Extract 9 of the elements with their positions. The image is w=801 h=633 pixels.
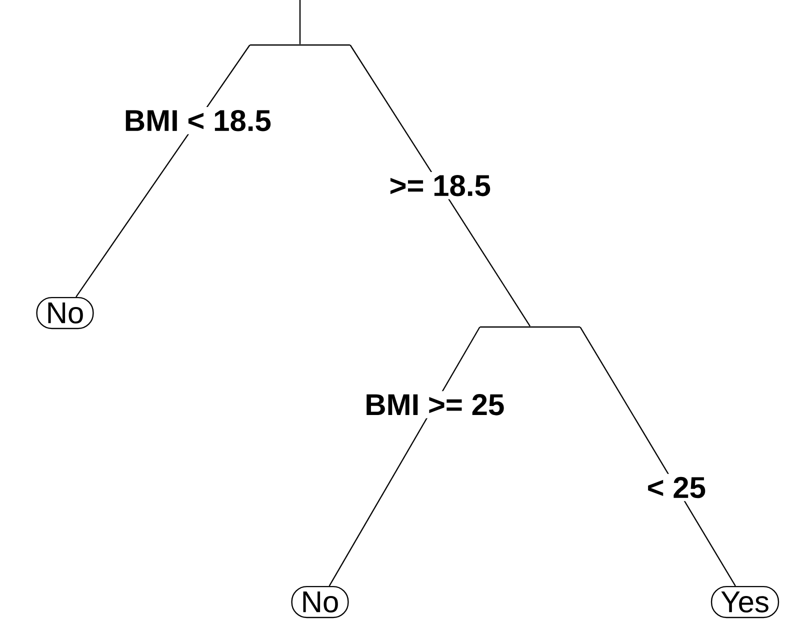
split-label: BMI < 18.5 [120, 106, 274, 134]
branch-line [299, 0, 301, 44]
split-label: BMI >= 25 [362, 391, 508, 418]
branch-line [350, 44, 531, 326]
branch-line [328, 326, 480, 586]
split-label: < 25 [644, 474, 710, 502]
branch-line [580, 326, 736, 586]
branch-line [76, 44, 250, 298]
split-label: >= 18.5 [386, 172, 494, 200]
